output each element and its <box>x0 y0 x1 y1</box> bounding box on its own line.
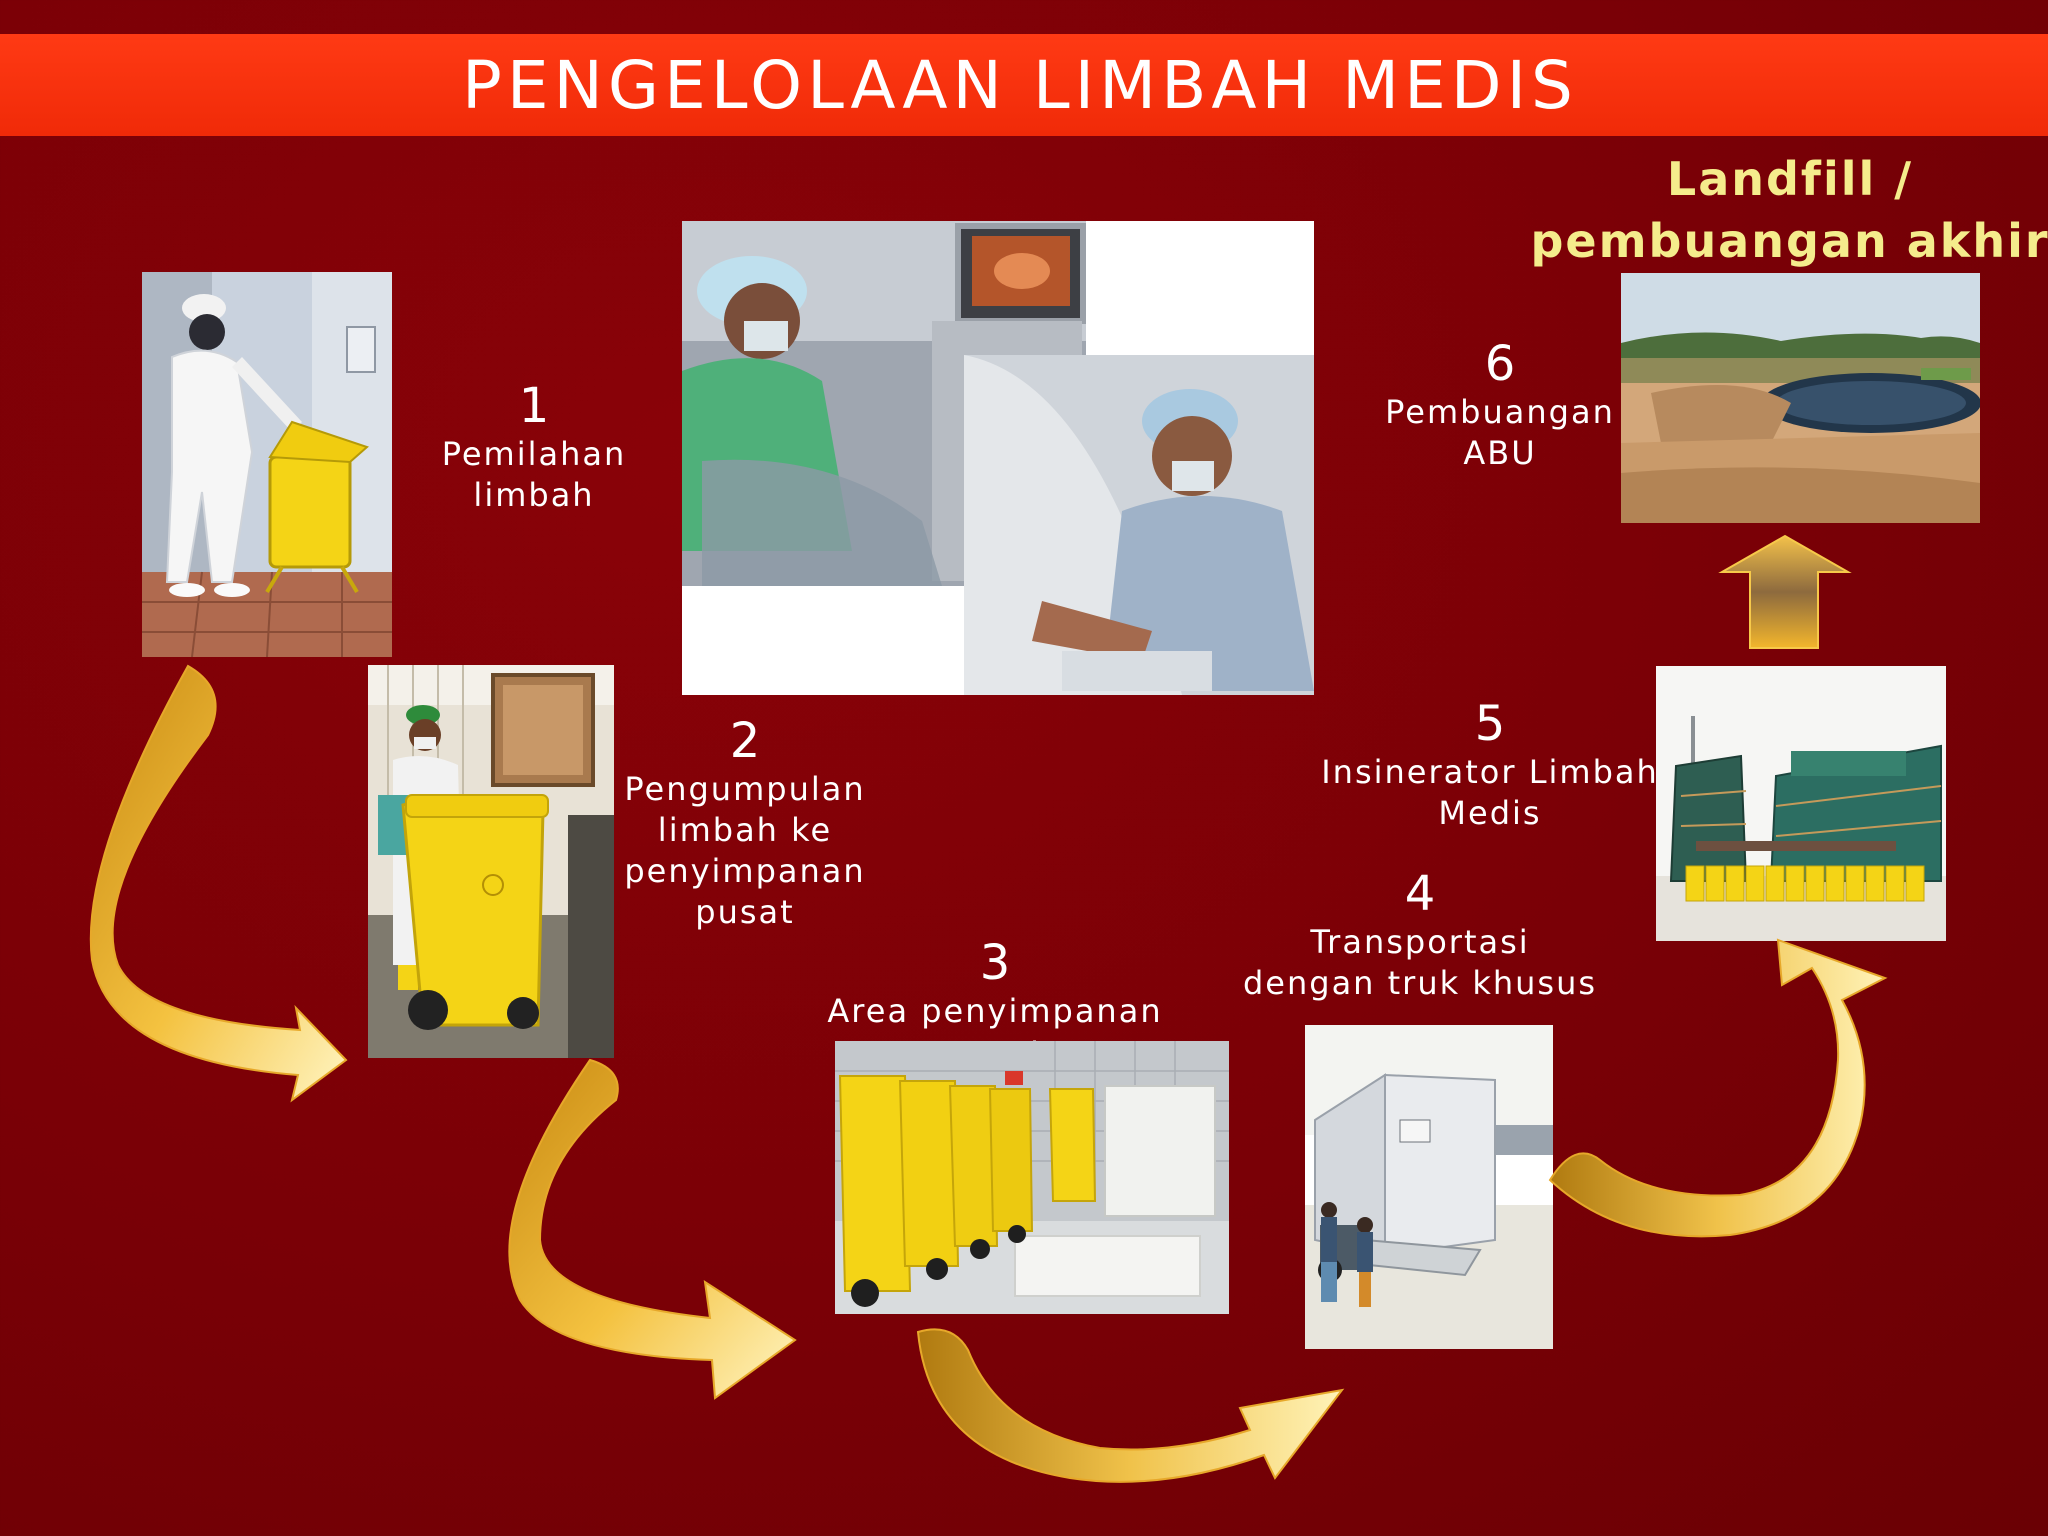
photo-landfill <box>1621 273 1980 523</box>
slide-title: PENGELOLAAN LIMBAH MEDIS <box>462 46 1578 124</box>
photo-collection-worker <box>368 665 614 1058</box>
landfill-title-line1: Landfill / <box>1666 152 1914 206</box>
step-6-text-line2: ABU <box>1463 434 1537 472</box>
arrow-step5-to-step6 <box>1718 534 1852 649</box>
step-6-text-line1: Pembuangan <box>1385 393 1615 431</box>
title-bar: PENGELOLAAN LIMBAH MEDIS <box>0 34 2048 136</box>
step-2-number: 2 <box>729 713 761 769</box>
arrow-step4-to-step5 <box>1548 938 1888 1238</box>
step-1-label: 1 Pemilahan limbah <box>414 378 654 516</box>
step-3-text-line1: Area penyimpanan <box>827 992 1163 1030</box>
step-4-text-line2: dengan truk khusus <box>1242 964 1598 1002</box>
step-2-label: 2 Pengumpulan limbah ke penyimpanan pusa… <box>600 713 890 933</box>
step-6-number: 6 <box>1484 336 1516 392</box>
photo-storage-area <box>835 1041 1229 1314</box>
photo-incinerator <box>1656 666 1946 941</box>
step-5-text-line2: Medis <box>1438 794 1542 832</box>
step-5-text-line1: Insinerator Limbah <box>1321 753 1659 791</box>
step-4-label: 4 Transportasi dengan truk khusus <box>1220 866 1620 1004</box>
step-5-label: 5 Insinerator Limbah Medis <box>1300 696 1680 834</box>
photo-transport-truck <box>1305 1025 1553 1349</box>
step-4-number: 4 <box>1404 866 1436 922</box>
photo-surgery-room <box>682 221 1314 695</box>
step-1-number: 1 <box>518 378 550 434</box>
photo-sorting-waste <box>142 272 392 657</box>
step-2-text-line2: limbah ke <box>657 811 833 849</box>
arrow-step3-to-step4 <box>916 1328 1345 1483</box>
step-1-text-line2: limbah <box>473 476 595 514</box>
landfill-title: Landfill / pembuangan akhir <box>1520 148 2048 272</box>
step-5-number: 5 <box>1474 696 1506 752</box>
step-2-text-line1: Pengumpulan <box>624 770 866 808</box>
arrow-step2-to-step3 <box>508 1058 797 1400</box>
landfill-title-line2: pembuangan akhir <box>1530 214 2048 268</box>
step-3-number: 3 <box>979 935 1011 991</box>
step-2-text-line3: penyimpanan <box>624 852 866 890</box>
step-2-text-line4: pusat <box>695 893 795 931</box>
arrow-step1-to-step2 <box>89 664 348 1103</box>
step-1-text-line1: Pemilahan <box>441 435 627 473</box>
step-6-label: 6 Pembuangan ABU <box>1350 336 1650 474</box>
step-4-text-line1: Transportasi <box>1310 923 1530 961</box>
